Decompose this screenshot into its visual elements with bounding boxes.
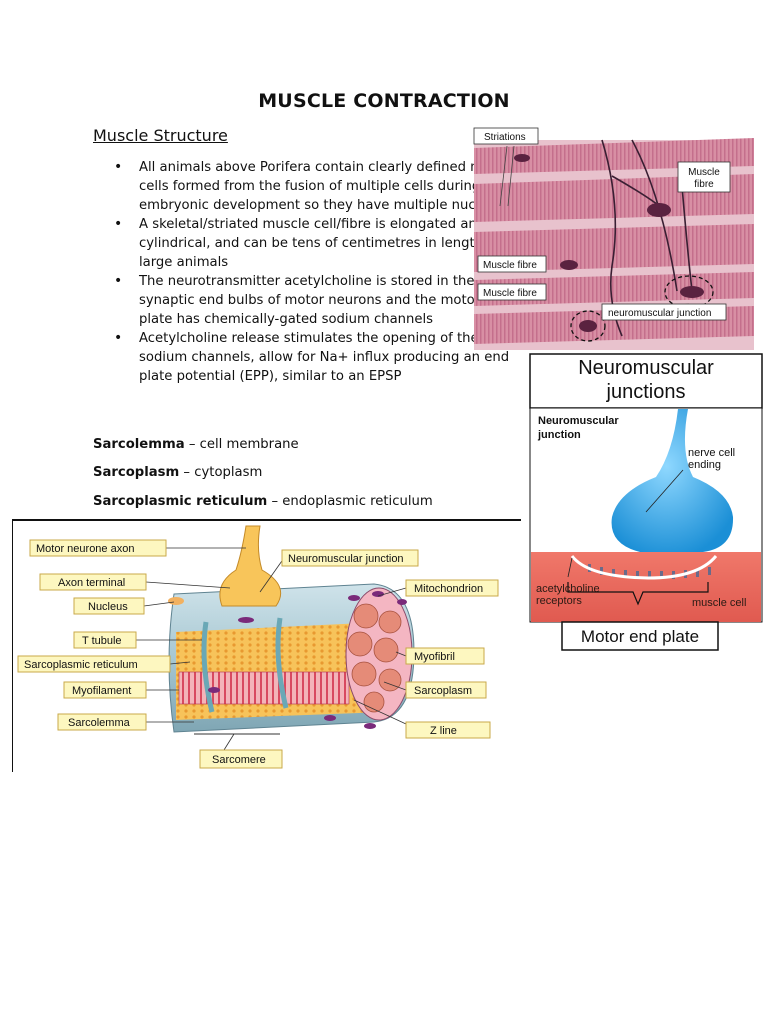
label-box — [17, 655, 171, 673]
label-box — [29, 539, 167, 557]
label-box — [199, 749, 283, 769]
nerve-terminal — [611, 409, 734, 552]
label-nucleus: Nucleus — [88, 601, 128, 613]
muscle-fibre-label-box — [477, 283, 547, 301]
bullet-item: A skeletal/striated muscle cell/fibre is… — [108, 215, 518, 272]
document-title: MUSCLE CONTRACTION — [258, 90, 510, 112]
striations-label-box — [473, 127, 539, 145]
label-motor-neurone-axon: Motor neurone axon — [36, 543, 134, 555]
definition-separator: – — [267, 494, 283, 509]
label-mitochondrion: Mitochondrion — [414, 583, 483, 595]
definition-term: Sarcoplasmic reticulum — [93, 494, 268, 509]
micrograph-nmj-label: neuromuscular junction — [608, 308, 711, 319]
label-box — [57, 713, 147, 731]
definition-meaning: endoplasmic reticulum — [282, 494, 433, 509]
muscle-fibre-diagram: Motor neurone axon Axon terminal Nucleus… — [17, 525, 499, 769]
nucleus-blob — [579, 320, 597, 332]
definition-sarcolemma: Sarcolemma – cell membrane — [93, 437, 299, 452]
section-heading: Muscle Structure — [93, 126, 228, 145]
definition-separator: – — [184, 437, 200, 452]
muscle-fibre-label-box — [477, 255, 547, 273]
t-tubule — [201, 621, 215, 713]
bullet-list: All animals above Porifera contain clear… — [108, 158, 518, 386]
horizontal-rule — [12, 519, 521, 521]
nmj-title-line2: junctions — [606, 381, 686, 403]
label-box — [63, 681, 147, 699]
muscle-cell-label: muscle cell — [692, 597, 746, 609]
bullet-item: Acetylcholine release stimulates the ope… — [108, 329, 518, 386]
nucleus-blob — [680, 286, 704, 298]
nmj-highlight-circle — [570, 310, 606, 342]
definition-meaning: cytoplasm — [194, 465, 263, 480]
motor-end-plate-box — [561, 621, 719, 651]
label-myofilament: Myofilament — [72, 685, 131, 697]
label-sarcoplasmic-reticulum: Sarcoplasmic reticulum — [24, 659, 138, 671]
vertical-rule — [12, 519, 13, 772]
bullet-item: The neurotransmitter acetylcholine is st… — [108, 272, 518, 329]
motor-end-plate-caption: Motor end plate — [581, 627, 699, 646]
nucleus-blob — [647, 203, 671, 217]
label-box — [281, 549, 419, 567]
label-z-line: Z line — [430, 725, 457, 737]
label-box — [405, 681, 487, 699]
nmj-label-box — [601, 303, 727, 321]
label-sarcolemma: Sarcolemma — [68, 717, 131, 729]
definition-term: Sarcolemma — [93, 437, 185, 452]
label-neuromuscular-junction: Neuromuscular junction — [288, 553, 404, 565]
nucleus-blob — [560, 260, 578, 270]
label-t-tubule: T tubule — [82, 635, 122, 647]
definition-term: Sarcoplasm — [93, 465, 180, 480]
label-box — [405, 647, 485, 665]
definition-separator: – — [179, 465, 195, 480]
label-box — [73, 631, 137, 649]
label-box — [405, 721, 491, 739]
muscle-fibre-label-box — [677, 161, 731, 193]
label-axon-terminal: Axon terminal — [58, 577, 125, 589]
axon-terminal-shape — [219, 525, 282, 607]
nmj-title-line1: Neuromuscular — [578, 357, 714, 379]
bullet-item: All animals above Porifera contain clear… — [108, 158, 518, 215]
label-sarcomere: Sarcomere — [212, 754, 266, 766]
label-myofibril: Myofibril — [414, 651, 455, 663]
label-box — [39, 573, 147, 591]
t-tubule — [275, 617, 289, 709]
label-box — [405, 579, 499, 597]
definition-sarcoplasm: Sarcoplasm – cytoplasm — [93, 465, 262, 480]
muscle-fibre-label-2: Muscle fibre — [483, 288, 537, 299]
nucleus-blob — [514, 154, 530, 162]
label-box — [73, 597, 145, 615]
muscle-fibre-label-1: Muscle fibre — [483, 260, 537, 271]
definition-meaning: cell membrane — [199, 437, 299, 452]
striations-label: Striations — [484, 132, 526, 143]
leader-lines — [134, 547, 407, 751]
label-sarcoplasm: Sarcoplasm — [414, 685, 472, 697]
nucleus-shape — [168, 597, 184, 605]
muscle-cell-region — [531, 552, 761, 622]
definition-sarcoplasmic-reticulum: Sarcoplasmic reticulum – endoplasmic ret… — [93, 494, 433, 509]
nmj-title-box — [529, 353, 763, 409]
